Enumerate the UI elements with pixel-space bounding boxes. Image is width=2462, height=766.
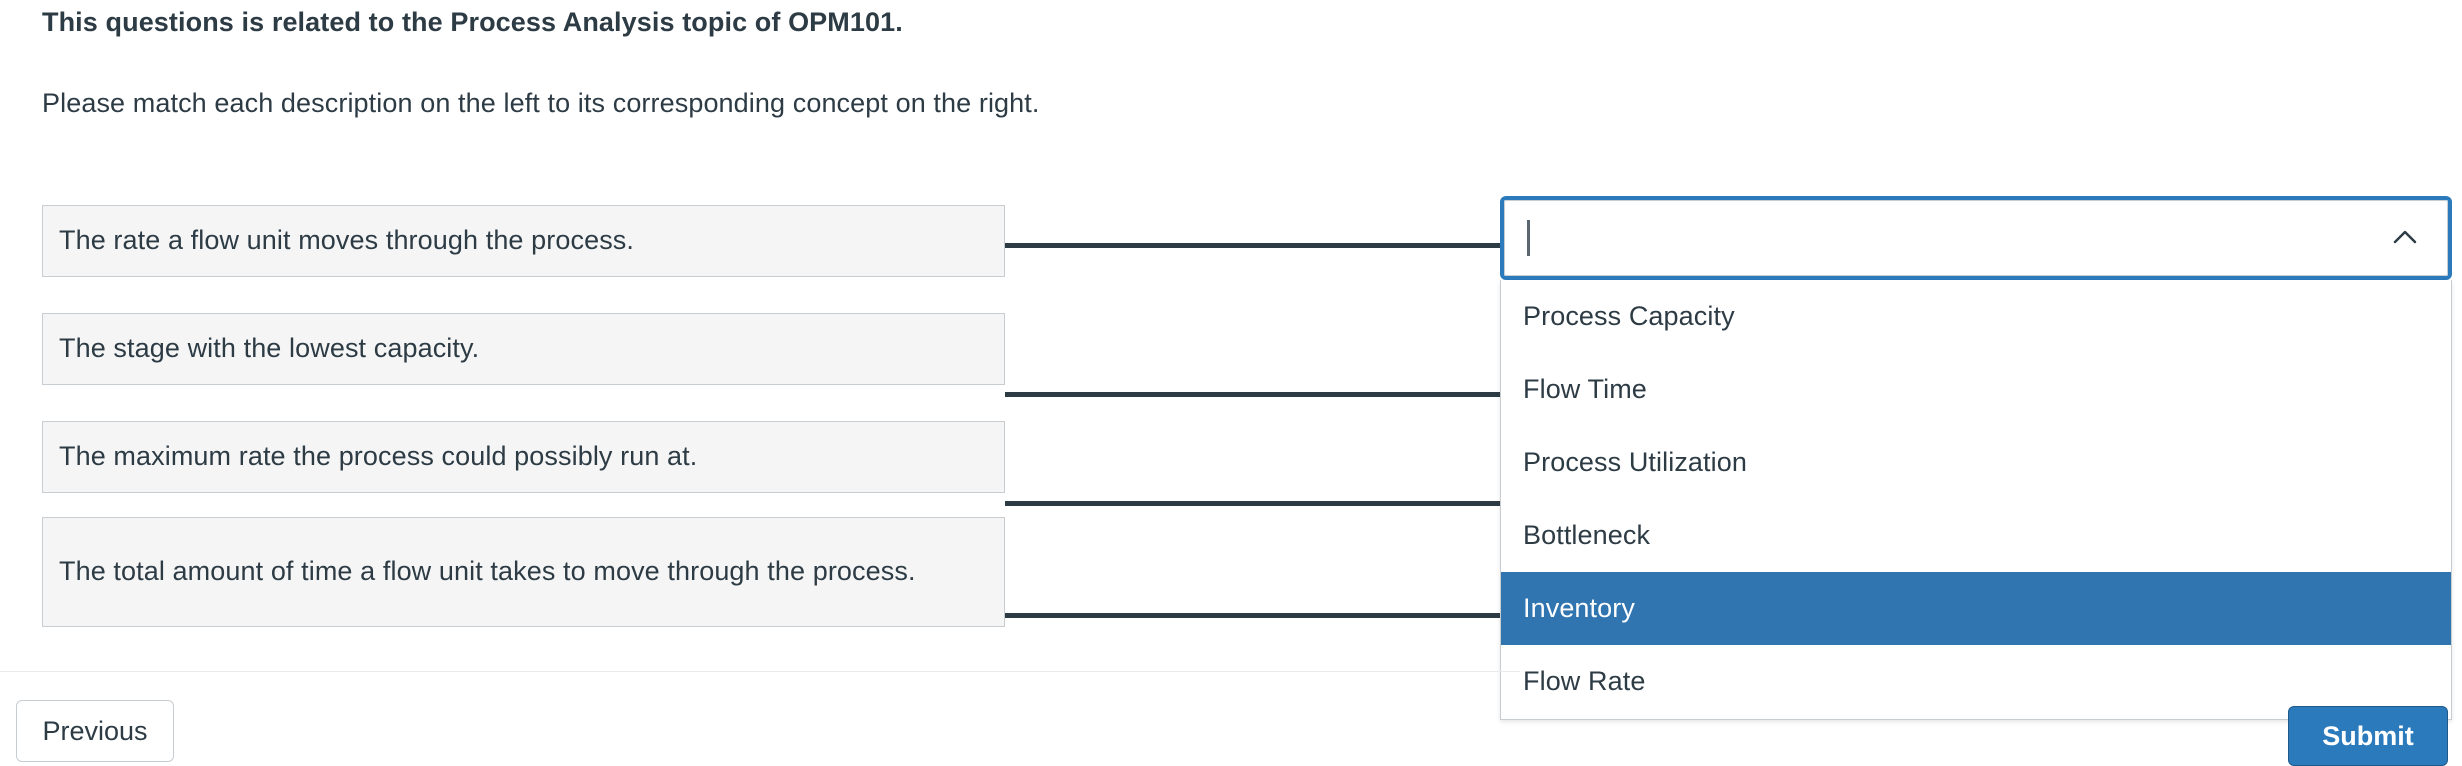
combobox-option-bottleneck[interactable]: Bottleneck bbox=[1501, 499, 2451, 572]
combobox-option-flow-rate[interactable]: Flow Rate bbox=[1501, 645, 2451, 718]
combobox-option-list[interactable]: Process Capacity Flow Time Process Utili… bbox=[1500, 280, 2452, 720]
combobox-option-process-capacity[interactable]: Process Capacity bbox=[1501, 280, 2451, 353]
concept-combobox[interactable]: Process Capacity Flow Time Process Utili… bbox=[1500, 196, 2452, 720]
description-box-1: The rate a flow unit moves through the p… bbox=[42, 205, 1005, 277]
combobox-option-inventory[interactable]: Inventory bbox=[1501, 572, 2451, 645]
description-box-2: The stage with the lowest capacity. bbox=[42, 313, 1005, 385]
description-text-3: The maximum rate the process could possi… bbox=[59, 441, 698, 472]
combobox-option-flow-time[interactable]: Flow Time bbox=[1501, 353, 2451, 426]
connector-line-4 bbox=[1005, 613, 1500, 618]
description-box-4: The total amount of time a flow unit tak… bbox=[42, 517, 1005, 627]
description-box-3: The maximum rate the process could possi… bbox=[42, 421, 1005, 493]
combobox-input-inner[interactable] bbox=[1504, 200, 2448, 276]
description-text-2: The stage with the lowest capacity. bbox=[59, 333, 480, 364]
combobox-option-process-utilization[interactable]: Process Utilization bbox=[1501, 426, 2451, 499]
description-text-4: The total amount of time a flow unit tak… bbox=[59, 556, 916, 587]
submit-button[interactable]: Submit bbox=[2288, 706, 2448, 766]
question-heading: This questions is related to the Process… bbox=[42, 7, 903, 37]
combobox-input[interactable] bbox=[1527, 220, 2375, 256]
matching-question-area: The rate a flow unit moves through the p… bbox=[42, 205, 1510, 627]
previous-button[interactable]: Previous bbox=[16, 700, 174, 762]
connector-line-3 bbox=[1005, 501, 1500, 506]
combobox-input-wrapper[interactable] bbox=[1500, 196, 2452, 280]
description-text-1: The rate a flow unit moves through the p… bbox=[59, 225, 634, 256]
footer-divider bbox=[0, 671, 1520, 672]
chevron-up-icon[interactable] bbox=[2385, 218, 2425, 258]
text-cursor bbox=[1527, 220, 1530, 256]
option-label: Process Utilization bbox=[1523, 447, 1747, 477]
option-label: Flow Rate bbox=[1523, 666, 1646, 696]
option-label: Bottleneck bbox=[1523, 520, 1651, 550]
option-label: Inventory bbox=[1523, 593, 1635, 623]
question-intro: This questions is related to the Process… bbox=[42, 0, 2422, 123]
option-label: Flow Time bbox=[1523, 374, 1647, 404]
connector-line-1 bbox=[1005, 243, 1510, 248]
option-label: Process Capacity bbox=[1523, 301, 1735, 331]
connector-line-2 bbox=[1005, 392, 1500, 397]
question-instructions: Please match each description on the lef… bbox=[42, 88, 1040, 119]
